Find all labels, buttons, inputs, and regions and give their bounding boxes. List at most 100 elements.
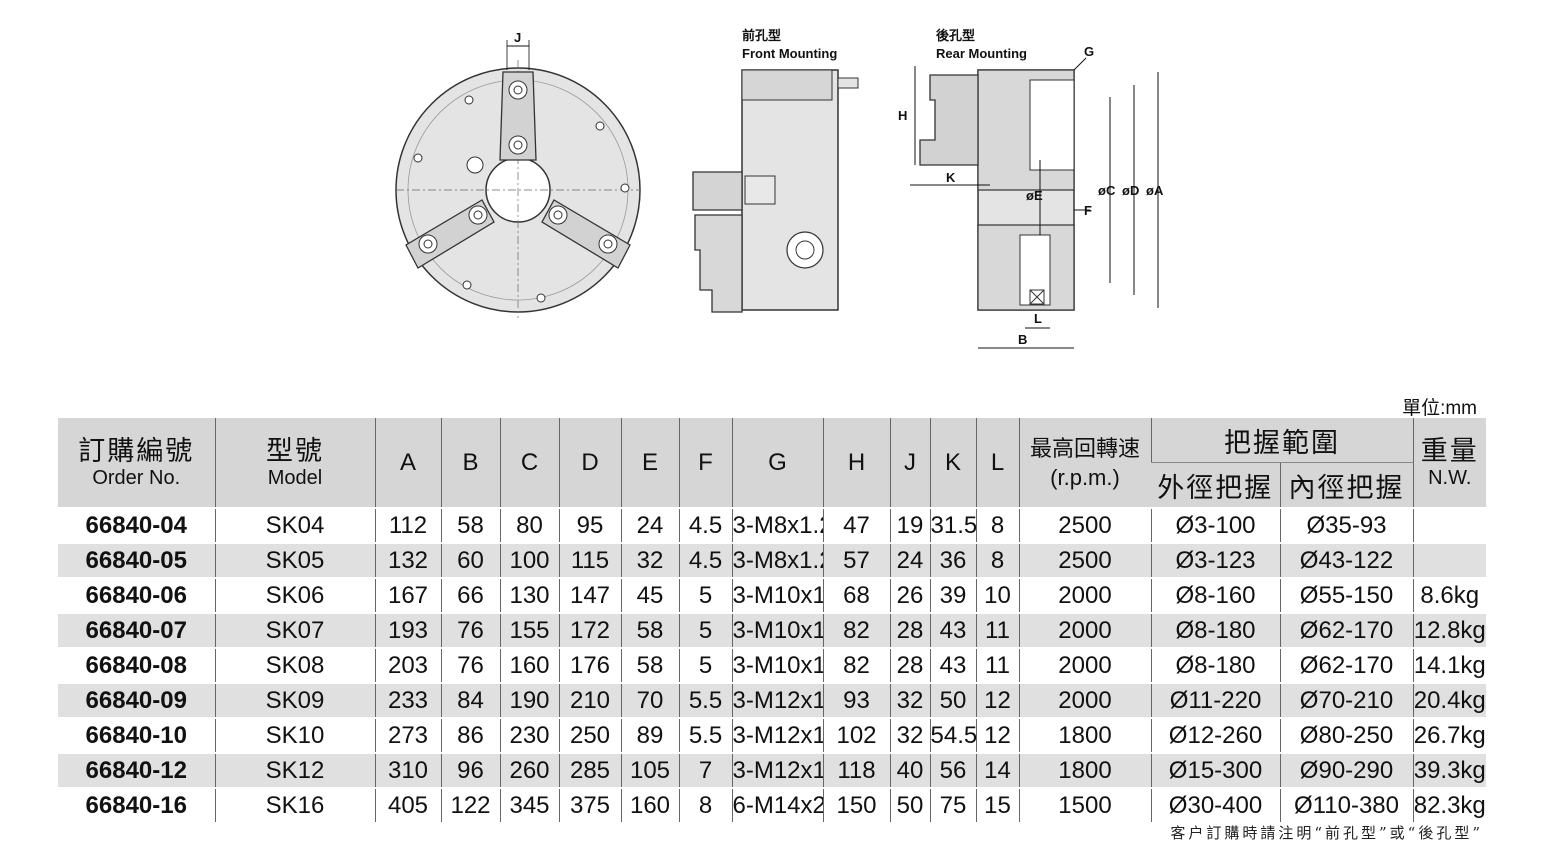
order-number-cell: 66840-04 [85, 511, 187, 539]
front-mounting-side-view: 前孔型 Front Mounting [692, 28, 859, 313]
spec-cell: 8.6kg [1412, 578, 1486, 613]
model-cell: SK12 [214, 753, 375, 788]
spec-cell: 285 [558, 753, 621, 788]
header-model: 型號 Model [214, 418, 375, 508]
spec-cell: 32 [889, 683, 930, 718]
header-grip-range: 把握範圍 [1150, 418, 1413, 463]
spec-cell: 43 [929, 613, 976, 648]
spec-cell: 210 [558, 683, 621, 718]
spec-cell: 75 [929, 788, 976, 822]
spec-table: 訂購編號 Order No. 型號 Model A B C D E F G H … [58, 418, 1486, 822]
spec-cell: Ø12-260 [1150, 718, 1280, 753]
spec-cell: 76 [440, 648, 500, 683]
spec-cell: 20.4kg [1412, 683, 1486, 718]
spec-cell: 36 [929, 543, 976, 578]
spec-cell: 68 [822, 578, 890, 613]
header-K: K [929, 418, 976, 508]
spec-cell: 1800 [1018, 718, 1151, 753]
spec-cell: 273 [374, 718, 441, 753]
spec-cell: 58 [620, 613, 679, 648]
dim-G: G [1084, 44, 1094, 59]
spec-cell: 250 [558, 718, 621, 753]
spec-table-body: 66840-04SK04112588095244.53-M8x1.25P4719… [58, 508, 1486, 822]
spec-cell: 12.8kg [1412, 613, 1486, 648]
order-number-cell: 66840-12 [58, 753, 215, 788]
model-cell: SK08 [214, 648, 375, 683]
front-mounting-label-zh: 前孔型 [742, 28, 781, 43]
table-row: 66840-04SK04112588095244.53-M8x1.25P4719… [58, 508, 1486, 543]
spec-cell: Ø62-170 [1279, 613, 1413, 648]
order-number-cell: 66840-09 [58, 683, 215, 718]
header-C: C [499, 418, 559, 508]
header-G: G [731, 418, 823, 508]
spec-cell: 2500 [1018, 508, 1151, 543]
order-number-cell: 66840-16 [85, 791, 187, 819]
spec-cell: 57 [822, 543, 890, 578]
spec-cell [1412, 508, 1486, 543]
spec-cell: 82 [822, 648, 890, 683]
dim-F: F [1084, 203, 1092, 218]
chuck-front-view: J [395, 30, 641, 318]
order-number-cell: 66840-07 [58, 613, 215, 648]
table-row: 66840-09SK0923384190210705.53-M12x1.75P9… [58, 683, 1486, 718]
spec-cell: Ø55-150 [1279, 578, 1413, 613]
spec-cell: Ø35-93 [1279, 508, 1413, 543]
spec-cell: 3-M10x1.5P [731, 613, 823, 648]
spec-cell: 14.1kg [1412, 648, 1486, 683]
spec-cell: 2000 [1018, 648, 1151, 683]
spec-cell: 2000 [1018, 613, 1151, 648]
dim-K: K [946, 170, 956, 185]
spec-cell: 28 [889, 613, 930, 648]
spec-cell [1412, 543, 1486, 578]
spec-cell: 405 [374, 788, 441, 822]
spec-cell: 43 [929, 648, 976, 683]
spec-cell: Ø110-380 [1279, 788, 1413, 822]
spec-cell: 310 [374, 753, 441, 788]
rear-mounting-side-view: 後孔型 Rear Mounting H K G øE F øC øD øA L … [898, 28, 1164, 349]
table-row: 66840-06SK06167661301474553-M10x1.5P6826… [58, 578, 1486, 613]
spec-cell: 86 [440, 718, 500, 753]
dim-J: J [514, 30, 521, 45]
spec-cell: 132 [374, 543, 441, 578]
spec-cell: Ø3-123 [1150, 543, 1280, 578]
spec-cell: 80 [499, 508, 559, 543]
spec-cell: 2500 [1018, 543, 1151, 578]
spec-cell: 203 [374, 648, 441, 683]
spec-cell: 176 [558, 648, 621, 683]
header-A: A [374, 418, 441, 508]
spec-cell: 24 [889, 543, 930, 578]
spec-cell: 60 [440, 543, 500, 578]
spec-cell: 190 [499, 683, 559, 718]
spec-cell: 6-M14x2P [731, 788, 823, 822]
header-F: F [678, 418, 732, 508]
order-number-cell: 66840-08 [85, 651, 187, 679]
spec-cell: 193 [374, 613, 441, 648]
rear-mounting-label-en: Rear Mounting [936, 46, 1027, 61]
header-B: B [440, 418, 500, 508]
front-mounting-label-en: Front Mounting [742, 46, 837, 61]
spec-cell: 4.5 [678, 508, 732, 543]
order-number-cell: 66840-05 [58, 543, 215, 578]
header-outer-grip: 外徑把握 [1151, 462, 1280, 508]
dim-H: H [898, 108, 907, 123]
spec-cell: 39.3kg [1412, 753, 1486, 788]
spec-cell: 102 [822, 718, 890, 753]
spec-cell: 345 [499, 788, 559, 822]
spec-cell: 8 [678, 788, 732, 822]
spec-cell: 115 [558, 543, 621, 578]
spec-cell: 54.5 [929, 718, 976, 753]
spec-cell: Ø62-170 [1279, 648, 1413, 683]
spec-cell: 5 [678, 648, 732, 683]
spec-cell: 105 [620, 753, 679, 788]
spec-cell: 70 [620, 683, 679, 718]
dim-C: øC [1098, 183, 1116, 198]
spec-cell: 260 [499, 753, 559, 788]
model-cell: SK09 [214, 683, 375, 718]
spec-cell: Ø30-400 [1150, 788, 1280, 822]
table-row: 66840-07SK07193761551725853-M10x1.5P8228… [58, 613, 1486, 648]
spec-cell: 172 [558, 613, 621, 648]
spec-cell: 122 [440, 788, 500, 822]
spec-cell: 1800 [1018, 753, 1151, 788]
spec-cell: 3-M10x1.5P [731, 578, 823, 613]
